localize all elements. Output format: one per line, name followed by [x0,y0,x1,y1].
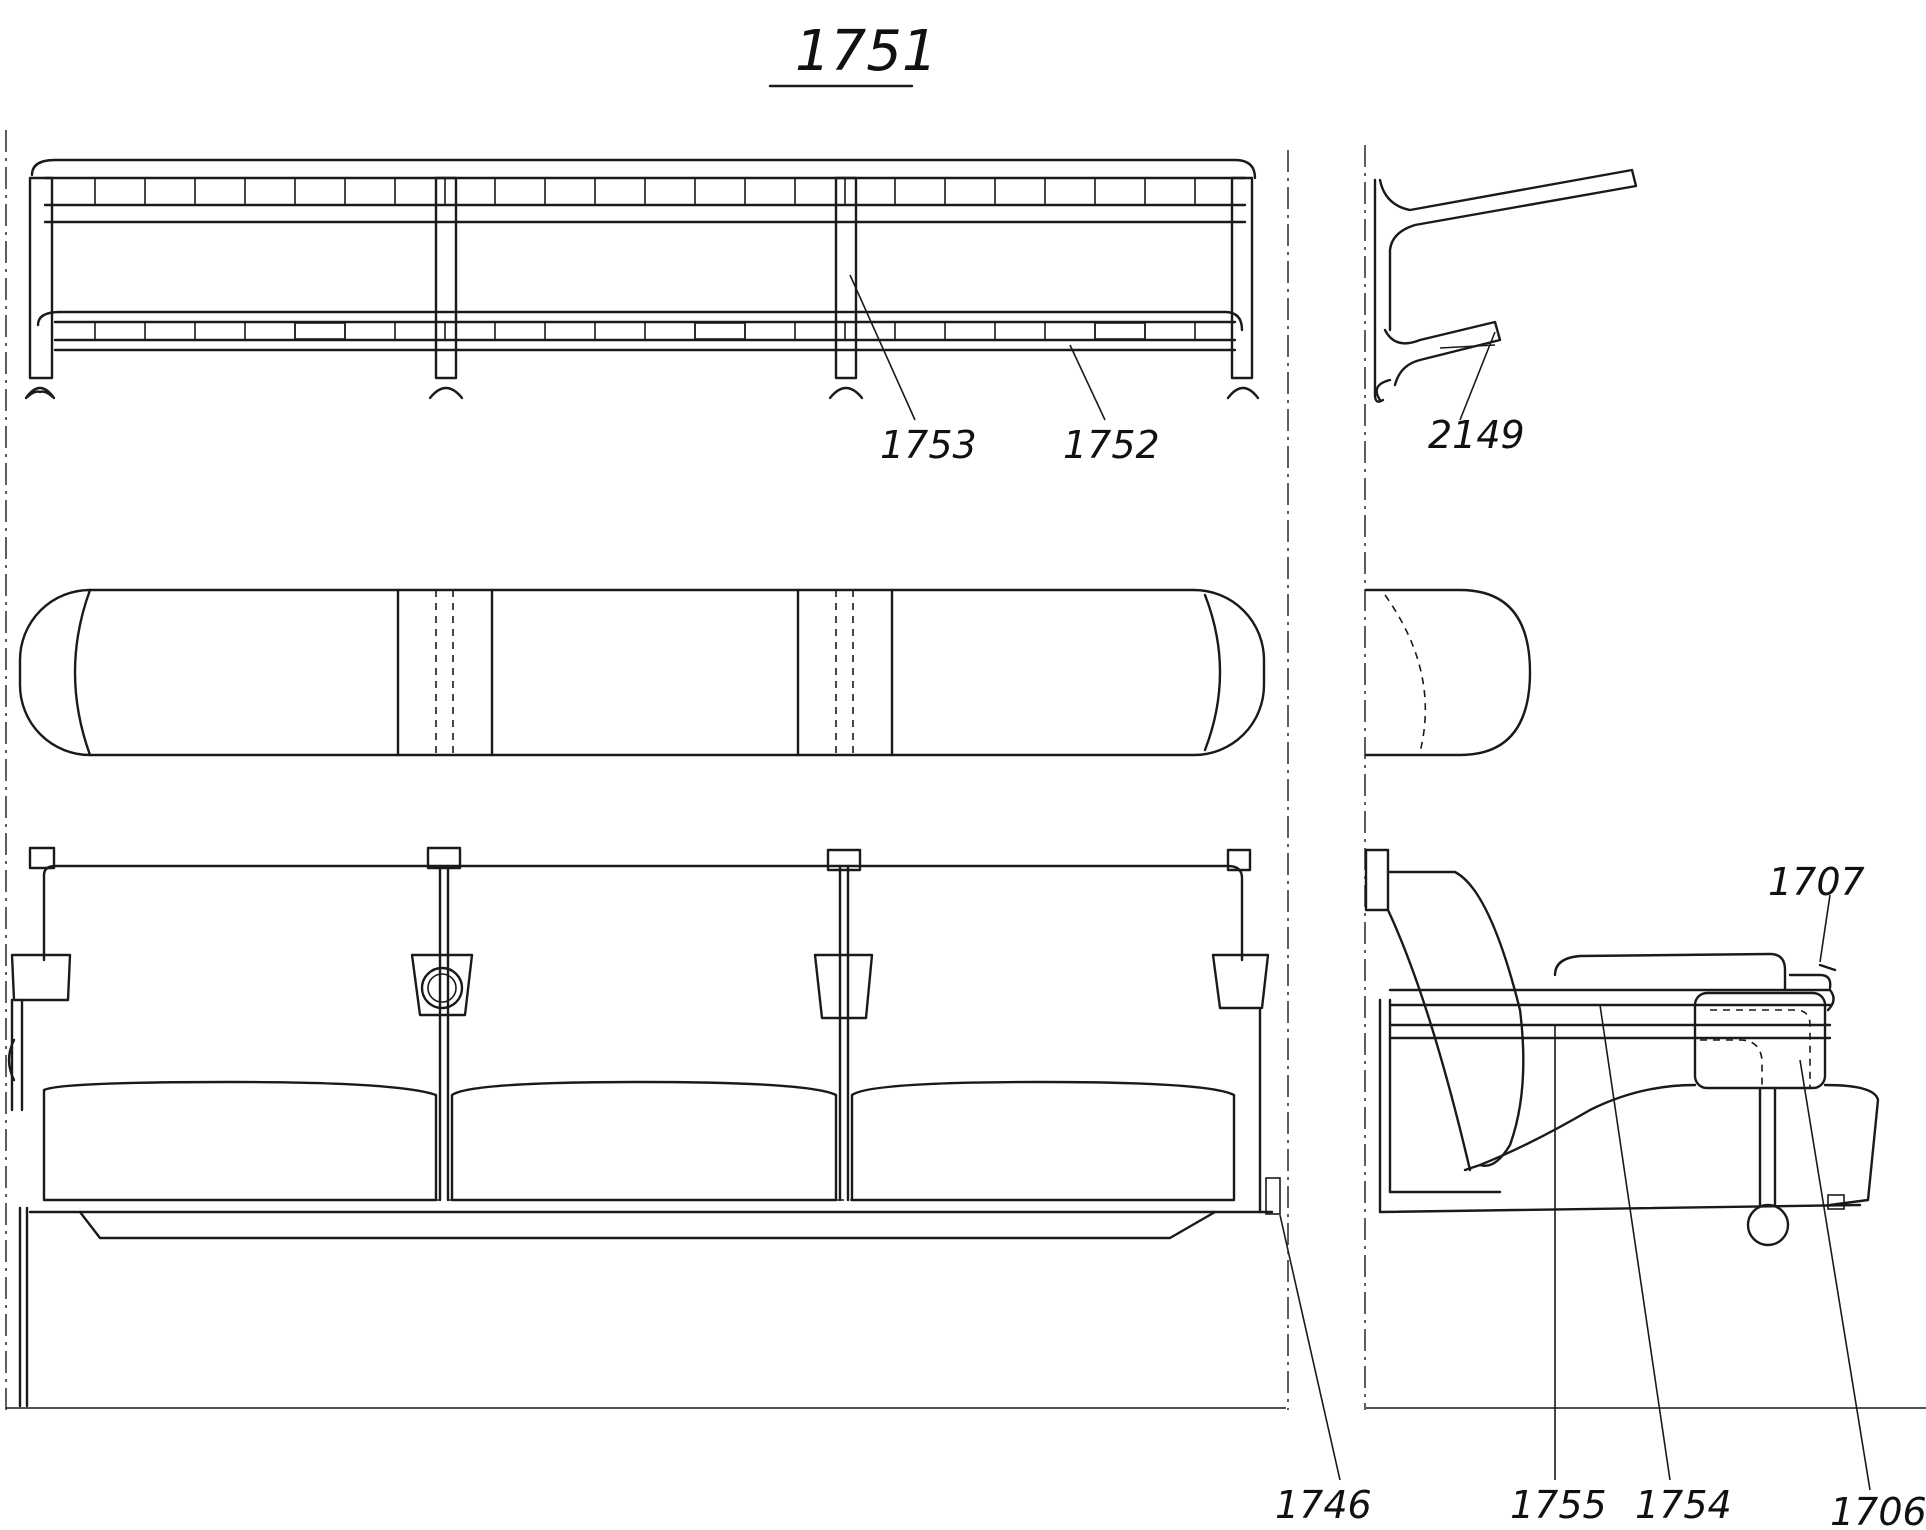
callout-2149: 2149 [1428,413,1525,457]
leader-1706 [1799,1059,1871,1491]
leader-2149 [1459,331,1496,421]
leader-1746 [1279,1214,1341,1481]
callout-1755: 1755 [1510,1483,1607,1527]
luggage-rack-front-view [24,158,1260,421]
callout-1707: 1707 [1768,860,1865,904]
callout-1753: 1753 [880,423,977,467]
callout-1752: 1752 [1063,423,1160,467]
leader-1752 [1069,344,1106,421]
seat-cushion-side-view [1364,588,1532,757]
callout-1706: 1706 [1830,1490,1926,1530]
luggage-rack-side-view [1373,168,1638,421]
callout-1754: 1754 [1635,1483,1732,1527]
seat-cushion-plan-view [18,588,1266,757]
leader-1707 [1819,894,1831,963]
figure-title: 1751 [795,19,938,84]
bench-side-view [1364,848,1880,1491]
bench-front-view [7,846,1341,1481]
callout-1746: 1746 [1275,1483,1372,1527]
leader-1753 [849,274,916,421]
leader-1754 [1599,1004,1671,1481]
